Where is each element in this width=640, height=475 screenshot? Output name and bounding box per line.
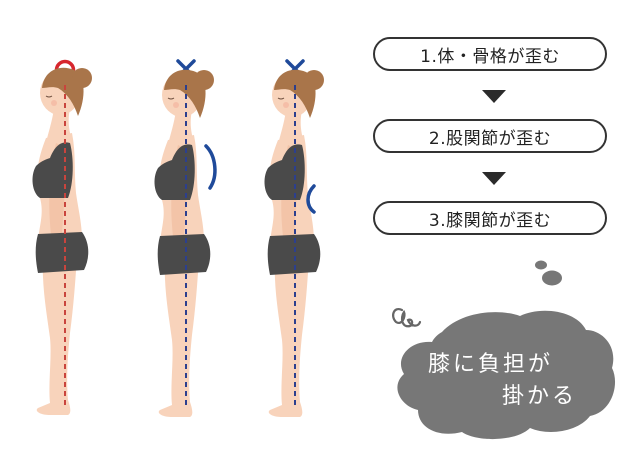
down-arrow-icon (482, 90, 506, 103)
figure-swayback (264, 59, 325, 418)
step-1-box: 1.体・骨格が歪む (373, 37, 607, 71)
thought-bubble (392, 260, 616, 440)
bubble-dot-small (535, 260, 547, 270)
posture-figures (32, 59, 325, 418)
bubble-text-line1: 膝に負担が (428, 352, 554, 377)
figure-correct (32, 59, 93, 416)
cloud-shape (397, 310, 616, 440)
step-1-label: 1.体・骨格が歪む (420, 46, 560, 67)
step-2-label: 2.股関節が歪む (428, 128, 552, 149)
scribble-icon (392, 308, 422, 328)
step-2-box: 2.股関節が歪む (373, 119, 607, 153)
lower-back-curve-icon (306, 184, 316, 214)
upper-back-curve-icon (204, 144, 217, 190)
bubble-text-line2: 掛かる (502, 384, 578, 409)
bubble-dot-large (542, 270, 562, 286)
step-3-label: 3.膝関節が歪む (428, 210, 552, 231)
figure-hunched (154, 59, 217, 418)
down-arrow-icon (482, 172, 506, 185)
step-3-box: 3.膝関節が歪む (373, 201, 607, 235)
